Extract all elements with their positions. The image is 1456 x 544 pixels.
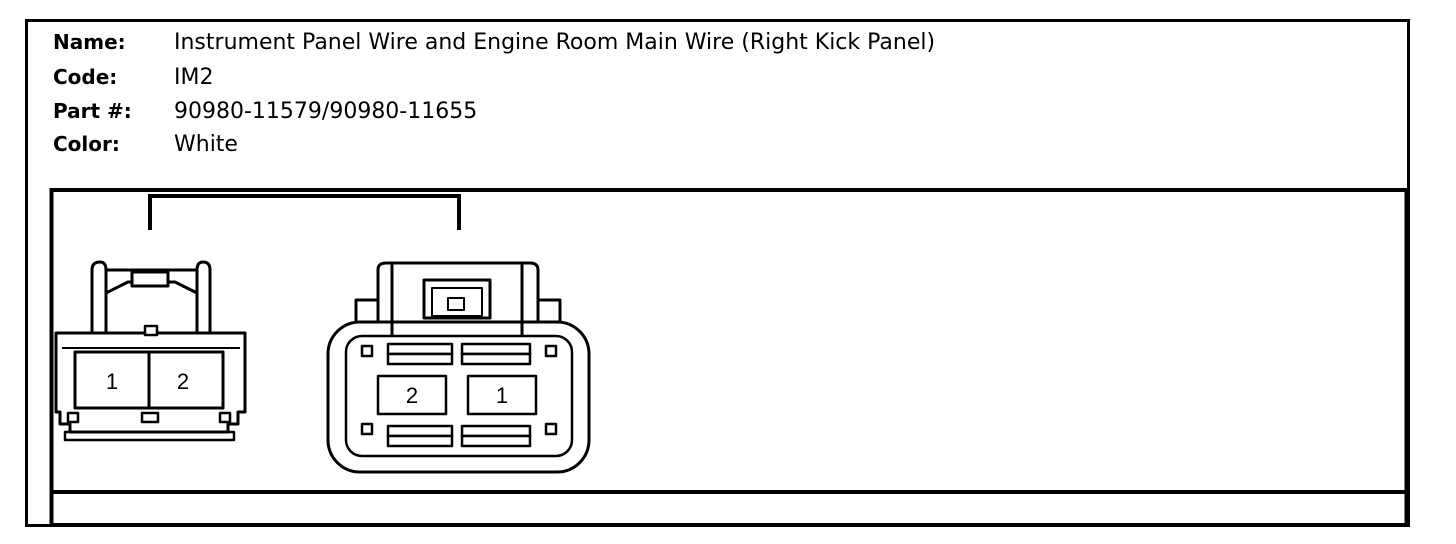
male-pin-cavity-1	[466, 374, 538, 416]
male-pin-cavity-2	[376, 374, 448, 416]
name-row: Name: Instrument Panel Wire and Engine R…	[53, 26, 935, 58]
pair-bracket	[148, 194, 461, 230]
female-connector	[54, 260, 247, 442]
part-value: 90980-11579/90980-11655	[174, 98, 478, 124]
code-label: Code:	[53, 65, 118, 89]
color-value: White	[174, 131, 238, 157]
male-connector	[326, 261, 591, 474]
drawing-panel	[49, 188, 1409, 527]
female-pin-2-label: 2	[177, 369, 189, 394]
name-label: Name:	[53, 30, 126, 54]
male-pin-2-label: 2	[406, 383, 418, 408]
female-pin-cavity-1	[73, 350, 151, 410]
color-row: Color: White	[53, 128, 238, 160]
code-row: Code: IM2	[53, 61, 213, 93]
code-value: IM2	[174, 64, 214, 90]
female-pin-cavity-2	[147, 350, 225, 410]
part-row: Part #: 90980-11579/90980-11655	[53, 95, 477, 127]
name-value: Instrument Panel Wire and Engine Room Ma…	[174, 29, 936, 55]
part-label: Part #:	[53, 99, 132, 123]
female-pin-1-label: 1	[106, 369, 118, 394]
color-label: Color:	[53, 132, 120, 156]
male-pin-1-label: 1	[496, 383, 508, 408]
